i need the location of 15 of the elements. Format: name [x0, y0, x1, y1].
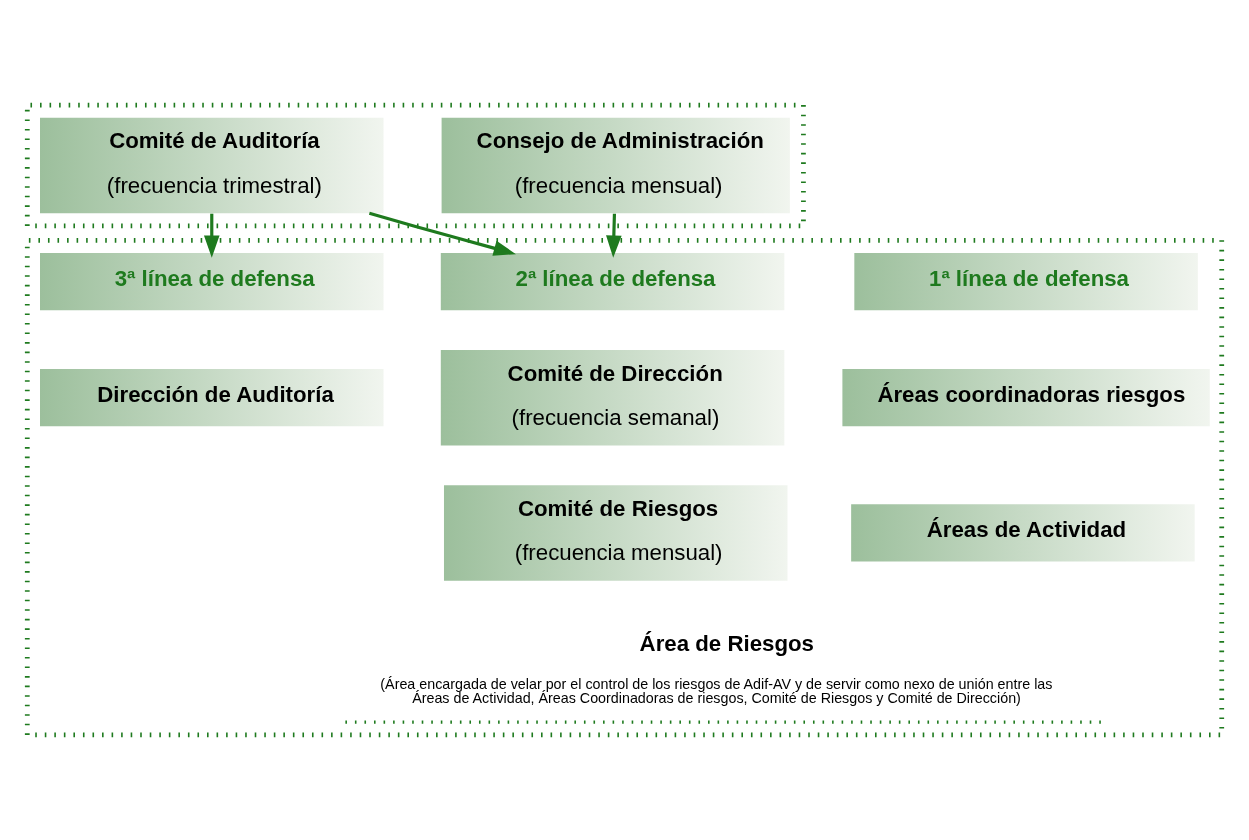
cluster — [24, 102, 806, 229]
node-box: Comité de Riesgos (frecuencia mensual) — [444, 485, 788, 581]
node-text: Área de Riesgos (Área encargada de velar por el control de los riesgos de Adif-AV y de servir como nexo de unión entre las Áreas de Actividad, Áreas Coordinadoras de riesgos, Comité de Riesgos y Comité de Dirección) — [380, 630, 1053, 707]
arrow — [203, 213, 220, 258]
node-box: 3ª línea de defensa — [40, 253, 384, 311]
node-box: Dirección de Auditoría — [40, 369, 384, 427]
node-box: Áreas de Actividad — [851, 504, 1195, 562]
node-box: Consejo de Administración (frecuencia mensual) — [441, 117, 790, 214]
node-box: Comité de Auditoría (frecuencia trimestral) — [40, 117, 384, 214]
arrow — [368, 211, 516, 256]
node-box: 2ª línea de defensa — [440, 253, 785, 311]
node-box: Áreas coordinadoras riesgos — [842, 369, 1210, 427]
arrow — [606, 213, 622, 258]
node-box: 1ª línea de defensa — [854, 253, 1198, 311]
node-box: Comité de Dirección (frecuencia semanal) — [440, 350, 785, 446]
